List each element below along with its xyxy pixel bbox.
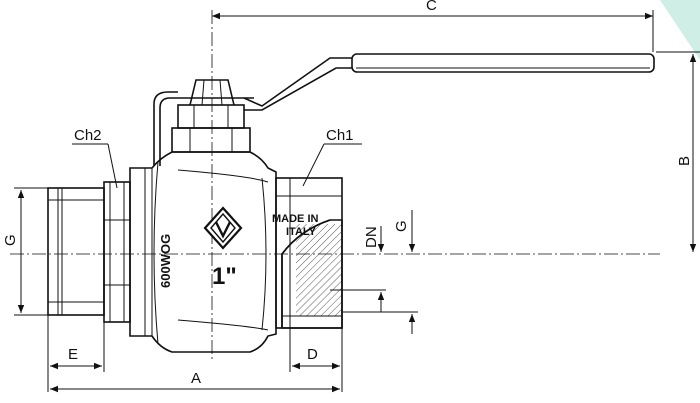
corner-accent <box>660 0 700 60</box>
lever-handle <box>153 53 655 166</box>
dimension-a: A <box>50 370 340 393</box>
size-marking: 1" <box>212 263 237 290</box>
leader-ch2: Ch2 <box>72 127 118 189</box>
origin-marking-line1: MADE IN <box>272 213 319 225</box>
label-ch2: Ch2 <box>74 127 102 144</box>
female-thread-end <box>275 177 343 329</box>
label-dn: DN <box>363 226 380 248</box>
hex-collar-ch2 <box>103 181 131 323</box>
male-thread-end <box>47 187 105 316</box>
label-a: A <box>191 370 201 387</box>
label-e: E <box>68 346 78 363</box>
dimension-g-left: G <box>2 187 48 316</box>
dimension-dn: DN <box>330 226 386 312</box>
dimension-b: B <box>656 51 700 252</box>
label-g-right: G <box>393 220 410 232</box>
label-g-left: G <box>2 234 19 246</box>
leader-ch1: Ch1 <box>302 127 362 187</box>
valve-body <box>129 151 277 353</box>
label-ch1: Ch1 <box>326 127 354 144</box>
brand-logo-icon <box>203 206 243 250</box>
stem-nut <box>171 79 251 153</box>
dimension-d: D <box>289 328 343 392</box>
origin-marking-line2: ITALY <box>286 226 317 238</box>
dimension-g-right: G <box>342 210 418 334</box>
dimension-c: C <box>212 0 654 52</box>
label-d: D <box>307 346 318 363</box>
pressure-marking: 600WOG <box>158 234 173 288</box>
label-b: B <box>676 156 693 166</box>
label-c: C <box>426 0 437 14</box>
dimension-e: E <box>47 315 105 392</box>
